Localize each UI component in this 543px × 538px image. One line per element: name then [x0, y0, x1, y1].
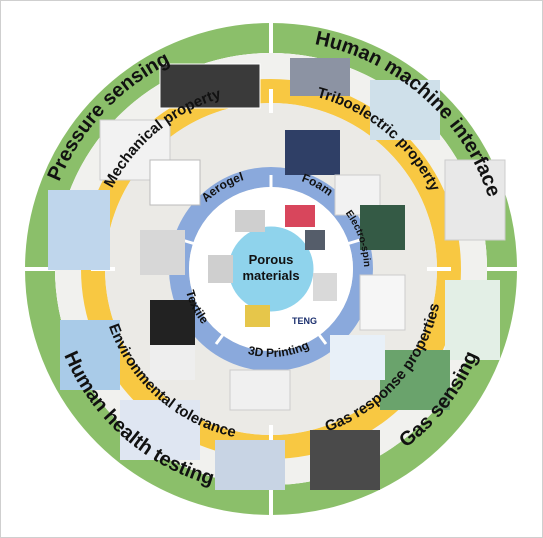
- thumb-foam: [285, 205, 315, 227]
- thumb-health2: [120, 400, 200, 460]
- thumb-laptop: [290, 58, 350, 96]
- thumb-hmi: [370, 80, 440, 140]
- thumb-textile: [208, 255, 233, 283]
- center-title-line1: Porous: [249, 252, 294, 267]
- thumb-env: [150, 300, 195, 345]
- thumb-tribo3: [360, 205, 405, 250]
- thumb-pressure: [159, 63, 261, 109]
- thumb-gas3: [310, 430, 380, 490]
- thumb-aerogel: [235, 210, 265, 232]
- thumb-hmi2: [444, 159, 506, 241]
- thumb-spin: [313, 273, 337, 301]
- thumb-mech2: [140, 230, 185, 275]
- thumb-print: [245, 305, 270, 327]
- thumb-health: [215, 440, 285, 490]
- thumb-tribo: [285, 130, 340, 175]
- thumb-gas2: [380, 350, 450, 410]
- thumb-env2: [150, 345, 195, 380]
- thumb-mech3: [149, 159, 201, 206]
- inner-dividers: [181, 175, 361, 345]
- teng-label: TENG: [292, 316, 317, 326]
- thumb-gasresp2: [330, 335, 385, 380]
- thumb-sensor: [48, 190, 110, 270]
- center-title-line2: materials: [242, 268, 299, 283]
- thumb-foam2: [305, 230, 325, 250]
- thumbnail-images: TENG: [48, 58, 506, 490]
- thumb-health3: [60, 320, 120, 390]
- thumb-gasresp: [359, 274, 406, 331]
- thumb-env3: [229, 369, 291, 411]
- thumb-gas: [445, 280, 500, 360]
